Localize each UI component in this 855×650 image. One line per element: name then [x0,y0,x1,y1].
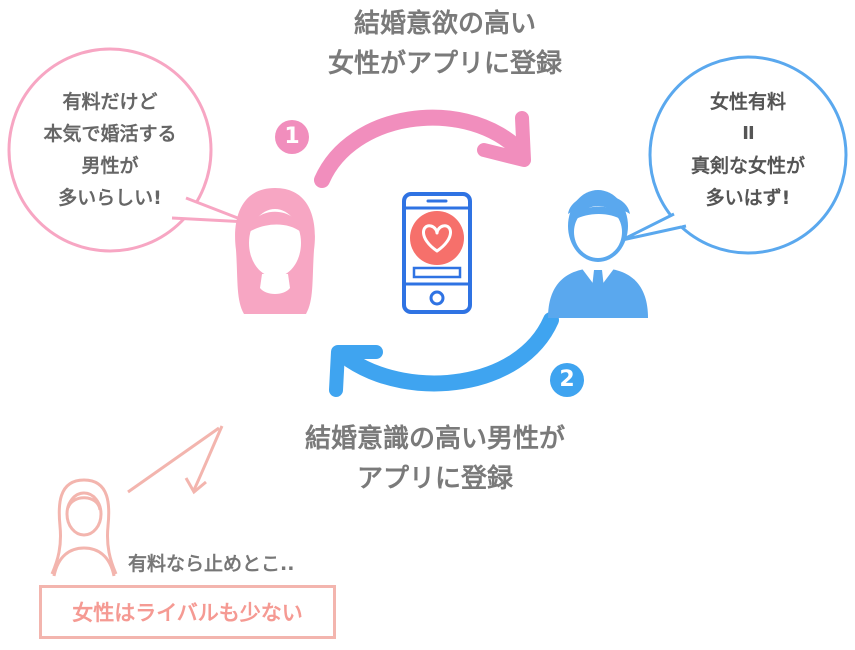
left-speech-bubble [7,47,250,253]
step-2-badge [550,363,584,397]
man-icon [548,190,648,318]
arrow-to-app-pink [314,109,531,188]
woman-icon [235,188,315,314]
arrow-from-app-blue [329,312,559,397]
heart-icon [410,211,464,265]
left-bubble-line-2: 本気で婚活する [43,123,177,145]
right-speech-bubble [620,55,848,255]
bottom-caption: 結婚意識の高い男性が アプリに登録 [255,420,615,498]
bottom-caption-line-1: 結婚意識の高い男性が [304,424,565,454]
bottom-caption-line-2: アプリに登録 [356,464,513,494]
left-bubble-line-1: 有料だけど [62,91,158,113]
step-1-badge [275,120,309,154]
top-caption-line-2: 女性がアプリに登録 [327,49,562,79]
hesitation-note: 有料なら止めとこ.. [128,553,295,575]
right-bubble-line-2: II [742,123,754,144]
fewer-rivals-text: 女性はライバルも少ない [72,601,303,625]
step-1-number: 1 [284,124,300,149]
step-2-number: 2 [559,367,575,392]
left-bubble-text: 有料だけど 本気で婚活する 男性が 多いらしい! [20,86,200,214]
top-caption-line-1: 結婚意欲の高い [353,9,536,39]
top-caption: 結婚意欲の高い 女性がアプリに登録 [270,5,620,83]
arrow-to-hesitant-woman [127,425,224,495]
right-bubble-line-1: 女性有料 [709,91,786,113]
fewer-rivals-box: 女性はライバルも少ない [39,585,336,639]
right-bubble-line-4: 多いはず! [705,187,791,209]
right-bubble-text: 女性有料 II 真剣な女性が 多いはず! [660,86,836,214]
left-bubble-line-3: 男性が [81,155,139,177]
left-bubble-line-4: 多いらしい! [58,187,162,209]
woman-outline-icon [50,478,118,577]
right-bubble-line-3: 真剣な女性が [690,155,805,177]
